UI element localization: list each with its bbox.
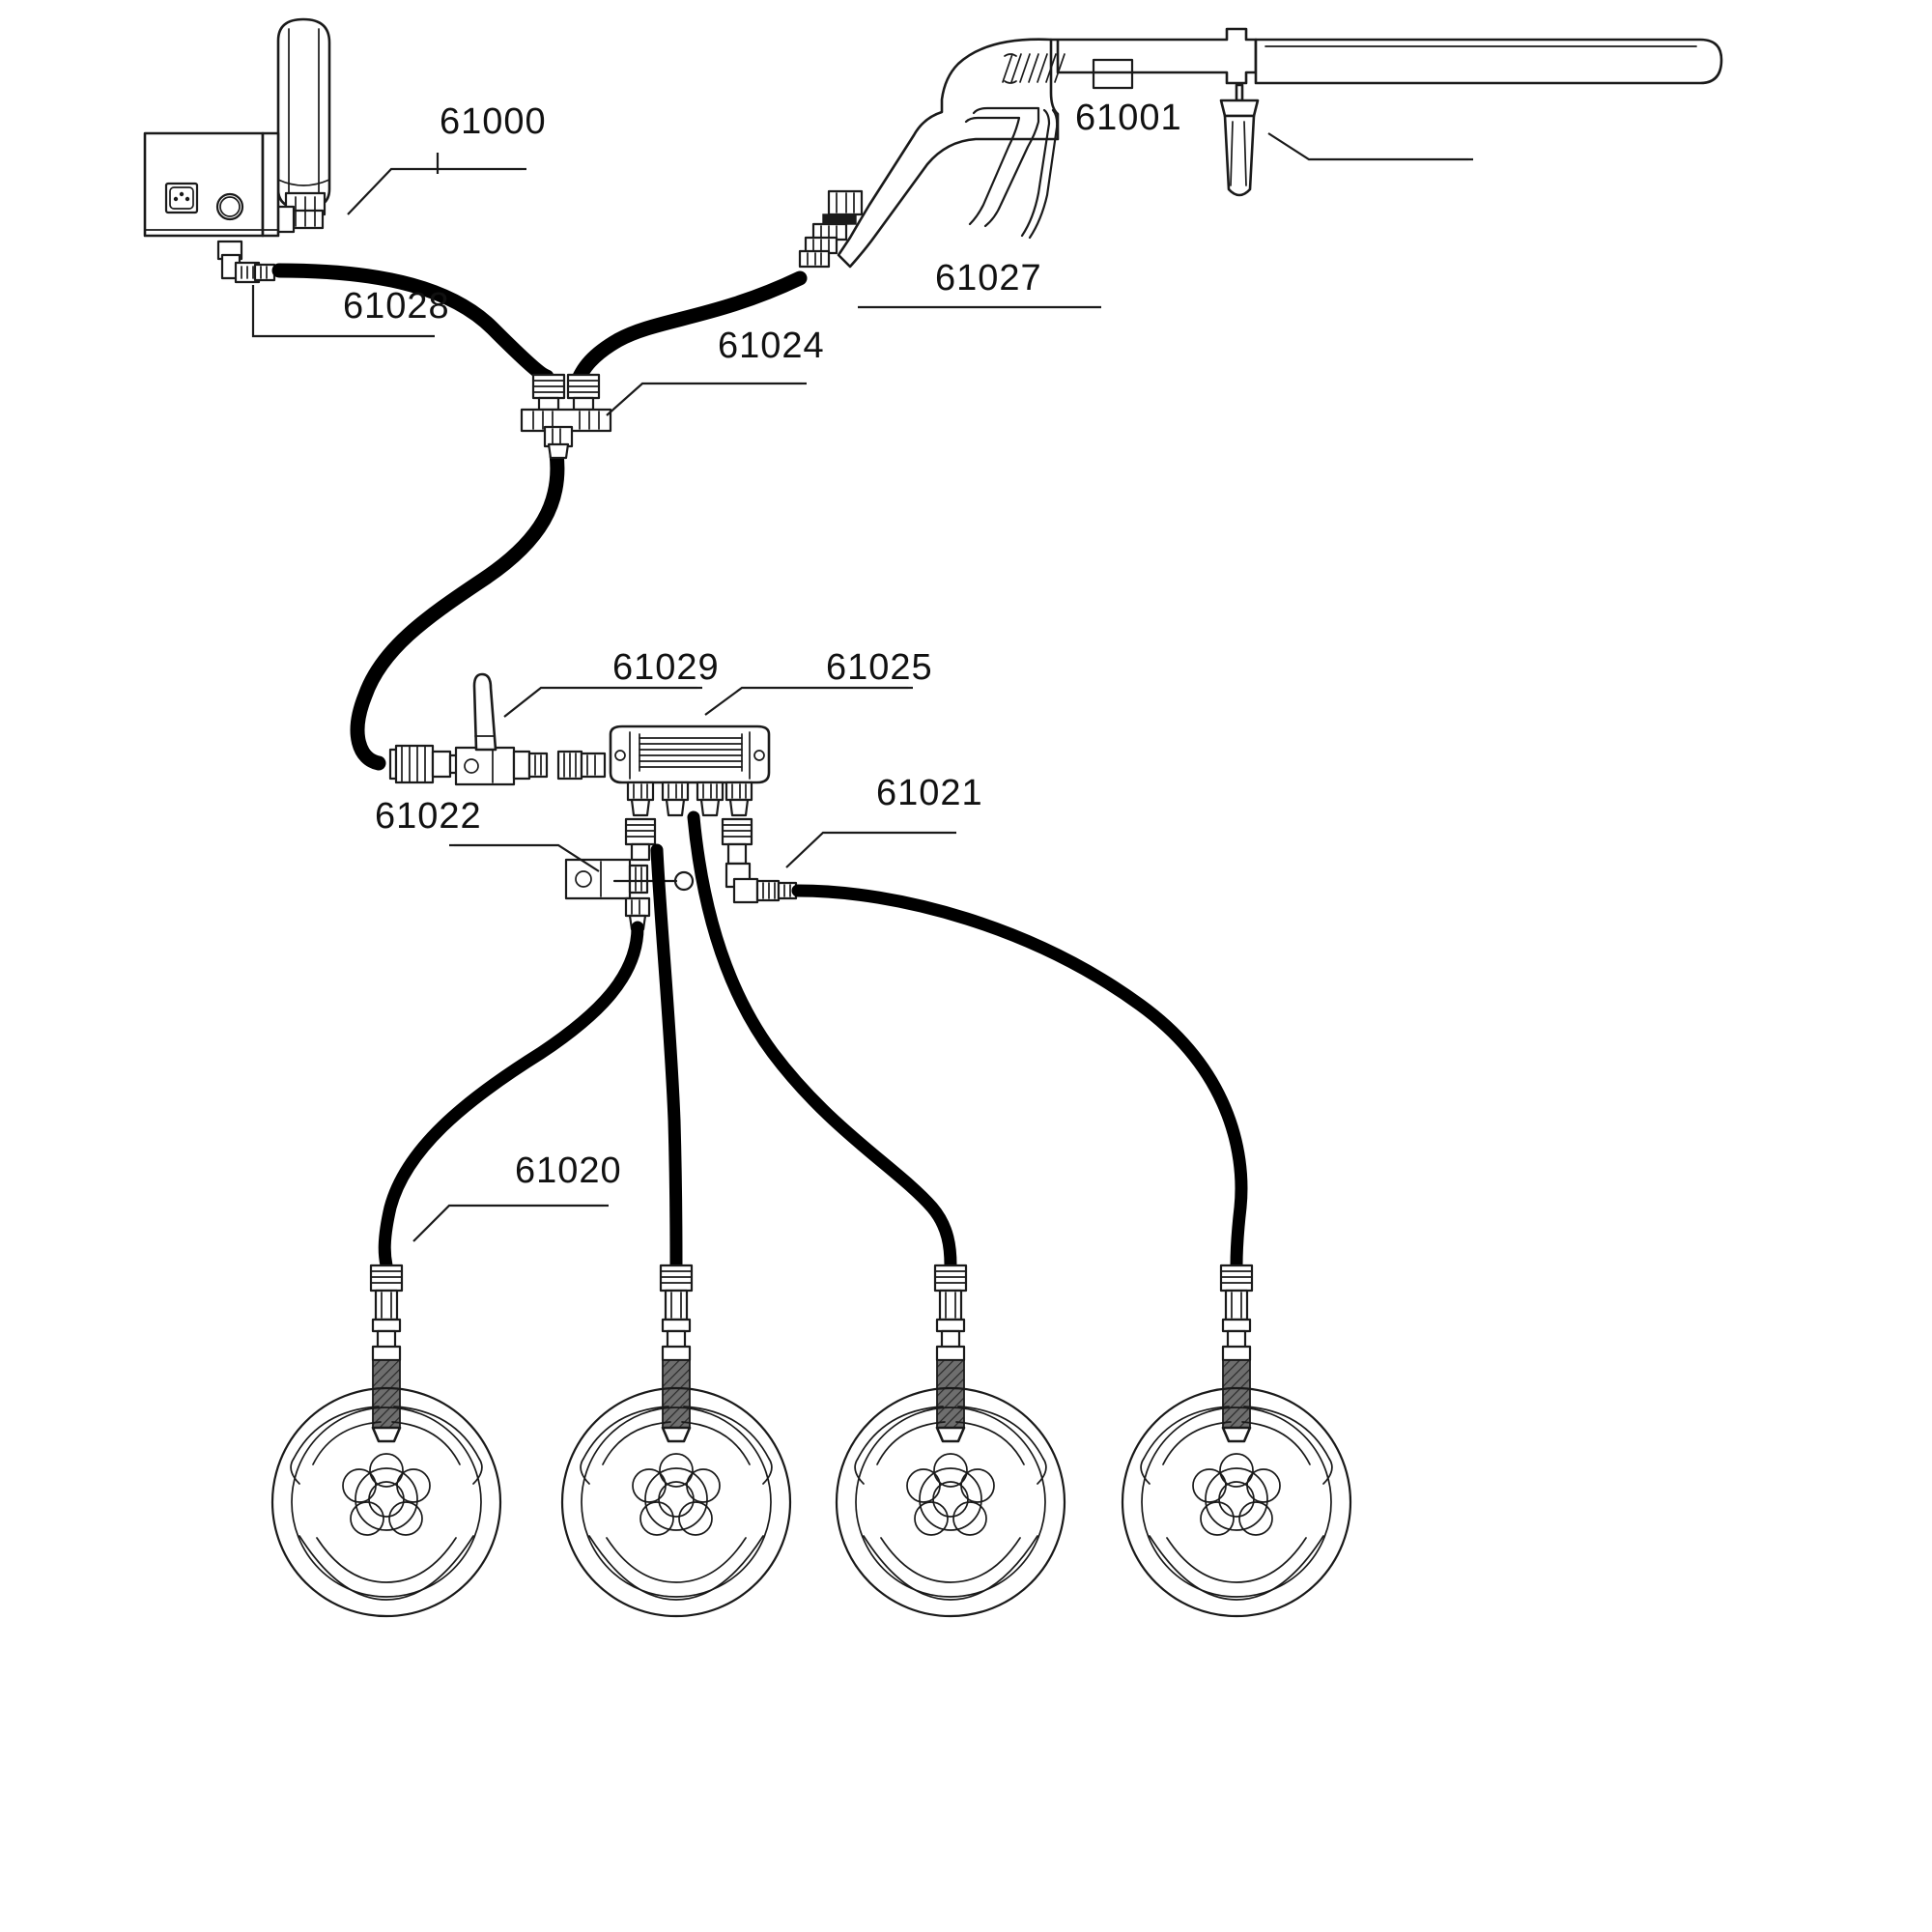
part-label-61021: 61021 bbox=[876, 773, 983, 813]
manifold-elbow-outlet bbox=[724, 831, 952, 904]
part-label-61020: 61020 bbox=[515, 1151, 622, 1191]
wheel-valve-connector bbox=[1219, 1264, 1254, 1443]
distribution-manifold-assembly bbox=[388, 672, 952, 931]
shutoff-valve-body bbox=[454, 746, 549, 786]
wheel-rim bbox=[835, 1264, 1066, 1618]
wheel-hub bbox=[906, 1453, 995, 1536]
shutoff-valve-lever[interactable] bbox=[472, 672, 497, 752]
four-port-manifold bbox=[609, 724, 771, 784]
leader-61020 bbox=[412, 1204, 604, 1242]
nozzle-tip bbox=[1219, 83, 1260, 197]
air-cylinder bbox=[276, 17, 331, 211]
outlet-quick-couplers bbox=[624, 817, 753, 866]
wheel-hub bbox=[342, 1453, 431, 1536]
part-label-61028: 61028 bbox=[343, 286, 450, 327]
leader-61029 bbox=[503, 686, 697, 718]
hose-outlet-2 bbox=[650, 843, 683, 1272]
wheel-rim bbox=[560, 1264, 792, 1618]
gun-inlet-coupling bbox=[798, 189, 864, 269]
round-pressure-knob[interactable] bbox=[215, 192, 244, 221]
part-label-61024: 61024 bbox=[718, 326, 825, 366]
wheel-valve-connector bbox=[659, 1264, 694, 1443]
air-tank-control-unit bbox=[143, 17, 522, 284]
wheel-valve-connector bbox=[369, 1264, 404, 1443]
tee-coupling bbox=[520, 373, 802, 460]
lance-wand bbox=[1254, 38, 1723, 85]
part-label-61029: 61029 bbox=[612, 647, 720, 688]
hose-61028-tank-to-tee bbox=[271, 263, 554, 384]
hose-outlet-4 bbox=[791, 884, 1248, 1272]
manifold-outlet-ports bbox=[626, 781, 753, 817]
secondary-valve-block bbox=[454, 843, 695, 931]
part-label-61000: 61000 bbox=[440, 101, 547, 142]
iec-power-inlet[interactable] bbox=[164, 182, 199, 214]
wheel-hub bbox=[632, 1453, 721, 1536]
spray-gun-assembly bbox=[798, 27, 1723, 269]
part-label-61025: 61025 bbox=[826, 647, 933, 688]
manifold-inlet-nipple bbox=[556, 750, 607, 781]
hose-outlet-3 bbox=[687, 810, 957, 1272]
leader-61024 bbox=[606, 382, 802, 416]
wheel-valve-connector bbox=[933, 1264, 968, 1443]
wheel-rim bbox=[270, 1264, 502, 1618]
box-outlet-elbow bbox=[216, 240, 276, 284]
hose-61024-tee-to-manifold bbox=[350, 446, 565, 771]
gun-vent-grille bbox=[1002, 53, 1065, 84]
leader-61022 bbox=[454, 843, 600, 872]
leader-61001 bbox=[1267, 132, 1468, 161]
part-label-61001: 61001 bbox=[1075, 98, 1182, 138]
hose-outlet-1 bbox=[378, 921, 644, 1272]
hose-61027-gun-to-tee bbox=[572, 270, 808, 384]
leader-61025 bbox=[704, 686, 908, 716]
wheel-hub bbox=[1192, 1453, 1281, 1536]
part-label-61022: 61022 bbox=[375, 796, 482, 837]
part-label-61027: 61027 bbox=[935, 258, 1042, 298]
wheel-rim bbox=[1121, 1264, 1352, 1618]
leader-61021 bbox=[785, 831, 952, 868]
control-box bbox=[143, 131, 280, 238]
